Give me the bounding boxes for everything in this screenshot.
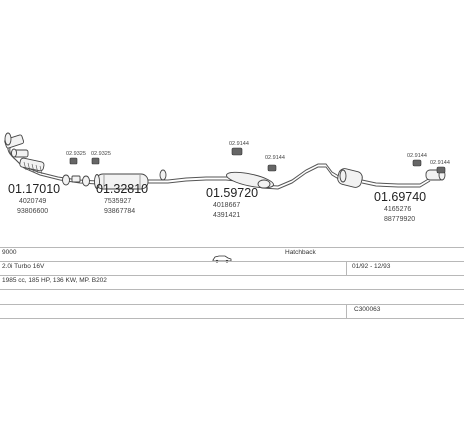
- part-label-4: 01.69740 4165276 88779920: [374, 190, 426, 223]
- info-row-model: 9000 Hatchback: [0, 247, 464, 263]
- fitting-label: 02.9325: [91, 151, 111, 157]
- vehicle-info-table: 9000 Hatchback 2.0i Turbo 16V 01/92 - 12…: [0, 247, 464, 319]
- part-label-2: 01.32810 7535927 93867784: [96, 182, 148, 215]
- body-type-value: Hatchback: [285, 249, 316, 256]
- rear-pipe-path: [361, 177, 431, 185]
- info-row-specs: 1985 cc, 185 HP, 136 KW, MP. B202: [0, 275, 464, 289]
- part-code: 01.69740: [374, 190, 426, 204]
- years-value: 01/92 - 12/93: [352, 263, 391, 270]
- part-label-1: 01.17010 4020749 93806600: [8, 182, 60, 215]
- front-pipe: [4, 132, 45, 175]
- left-fittings: [62, 157, 100, 187]
- info-row-engine: 2.0i Turbo 16V 01/92 - 12/93: [0, 261, 464, 275]
- middle-fittings: [159, 147, 277, 181]
- part-ref: 7535927: [104, 198, 131, 205]
- part-ref: 4391421: [213, 212, 240, 219]
- fitting-label: 02.9144: [229, 141, 249, 147]
- fitting-label: 02.9144: [407, 153, 427, 159]
- part-ref: 4165276: [384, 206, 411, 213]
- specs-value: 1985 cc, 185 HP, 136 KW, MP. B202: [2, 277, 107, 284]
- part-ref: 88779920: [384, 216, 415, 223]
- part-code: 01.59720: [206, 186, 258, 200]
- part-ref: 93806600: [17, 208, 48, 215]
- part-label-3: 01.59720 4018667 4391421: [206, 186, 258, 219]
- info-row-catalog: C300063: [0, 304, 464, 319]
- fitting-label: 02.9144: [430, 160, 450, 166]
- fitting-label: 02.9325: [66, 151, 86, 157]
- exhaust-system-diagram: 01.17010 4020749 93806600 01.32810 75359…: [4, 132, 450, 223]
- part-code: 01.17010: [8, 182, 60, 196]
- center-silencer: [226, 171, 274, 189]
- right-fittings: [412, 159, 446, 174]
- rear-silencer: [337, 168, 446, 188]
- engine-value: 2.0i Turbo 16V: [2, 263, 45, 270]
- catalog-number-value: C300063: [354, 306, 381, 313]
- part-ref: 4020749: [19, 198, 46, 205]
- model-value: 9000: [2, 249, 17, 256]
- fitting-label: 02.9144: [265, 155, 285, 161]
- part-ref: 93867784: [104, 208, 135, 215]
- front-silencer: [94, 173, 149, 190]
- part-ref: 4018667: [213, 202, 240, 209]
- info-row-empty: [0, 289, 464, 304]
- part-code: 01.32810: [96, 182, 148, 196]
